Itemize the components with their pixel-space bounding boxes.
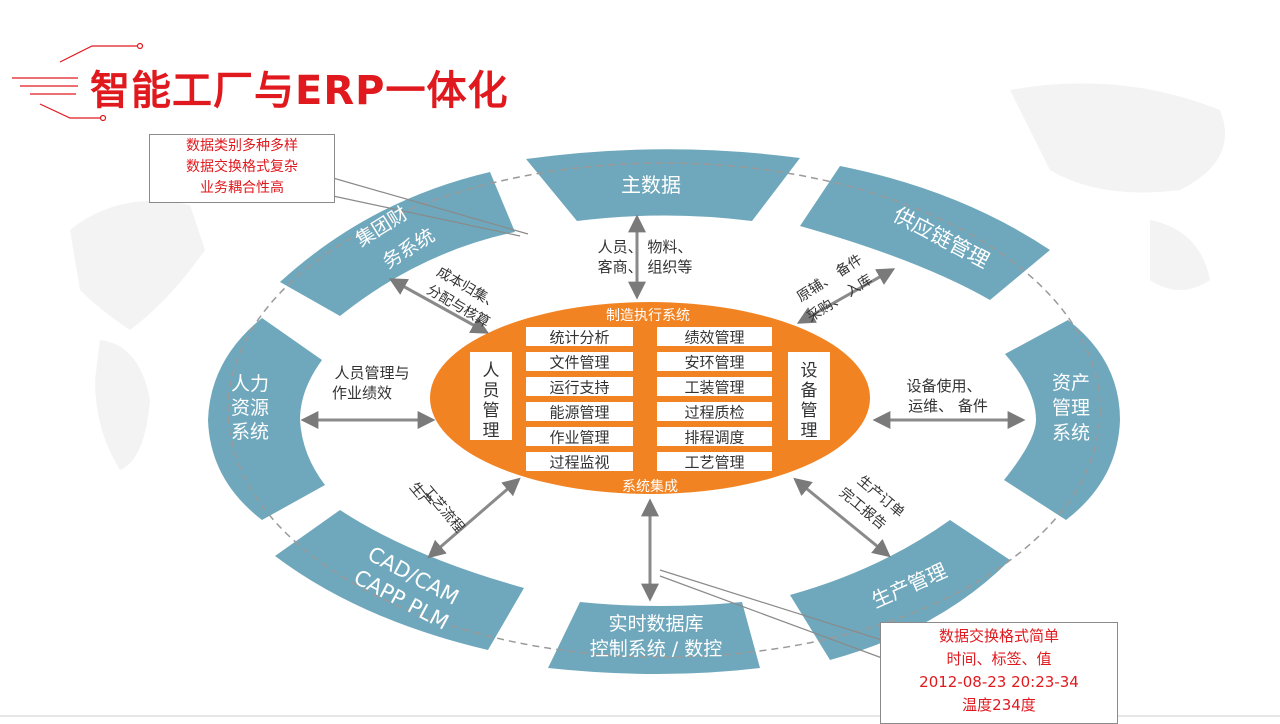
segment-label-hr: 系统 bbox=[231, 421, 269, 443]
segment-label-hr: 人力 bbox=[231, 373, 269, 395]
module-left: 过程监视 bbox=[549, 454, 609, 472]
segment-realtime-db bbox=[548, 602, 760, 674]
people-mgmt-box bbox=[470, 352, 512, 440]
segment-label-master-data: 主数据 bbox=[621, 173, 681, 197]
core-label-people: 员 bbox=[483, 381, 500, 401]
module-right-box bbox=[657, 377, 772, 396]
top-callout-line: 数据类别多种多样 bbox=[186, 138, 298, 154]
segment-asset-mgmt bbox=[1004, 320, 1120, 520]
segment-supply-chain bbox=[800, 166, 1050, 300]
dashed-boundary bbox=[227, 162, 1101, 658]
module-left: 文件管理 bbox=[549, 354, 609, 372]
module-grid bbox=[526, 327, 772, 471]
segment-label-hr: 资源 bbox=[231, 397, 269, 419]
flow-label-master: 人员、 物料、 bbox=[598, 238, 693, 256]
module-right-box bbox=[657, 352, 772, 371]
module-right: 安环管理 bbox=[684, 354, 744, 372]
segment-group-finance bbox=[280, 172, 515, 316]
flow-label-asset: 设备使用、 bbox=[906, 377, 981, 395]
segment-label-asset-mgmt: 管理 bbox=[1052, 397, 1090, 419]
module-left-box bbox=[526, 452, 633, 471]
module-left-box bbox=[526, 377, 633, 396]
module-right: 绩效管理 bbox=[684, 329, 744, 347]
flow-label-asset: 运维、 备件 bbox=[908, 397, 988, 415]
module-right: 排程调度 bbox=[684, 429, 744, 447]
module-left: 运行支持 bbox=[549, 379, 609, 397]
segment-cad bbox=[275, 510, 524, 650]
flow-arrows bbox=[300, 214, 1026, 602]
callout-leaders bbox=[332, 177, 883, 659]
core-label-equipment: 理 bbox=[801, 421, 818, 441]
module-left-box bbox=[526, 427, 633, 446]
top-callout-line: 数据交换格式复杂 bbox=[186, 159, 298, 175]
bottom-callout-line: 数据交换格式简单 bbox=[938, 627, 1059, 645]
equipment-mgmt-box bbox=[788, 352, 830, 440]
core-label-bottom: 系统集成 bbox=[622, 478, 678, 495]
module-right-box bbox=[657, 452, 772, 471]
top-callout-line: 业务耦合性高 bbox=[200, 180, 284, 196]
outer-ring bbox=[208, 149, 1120, 674]
module-left: 统计分析 bbox=[549, 329, 609, 347]
bottom-callout-line: 温度234度 bbox=[962, 696, 1036, 714]
core-label-equipment: 备 bbox=[801, 381, 818, 401]
core-label-equipment: 管 bbox=[801, 401, 818, 421]
module-left: 能源管理 bbox=[549, 404, 609, 422]
bottom-callout-box: 数据交换格式简单 时间、标签、值 2012-08-23 20:23-34 温度2… bbox=[880, 622, 1118, 724]
flow-label-master: 客商、 组织等 bbox=[598, 258, 693, 276]
bottom-callout-line: 2012-08-23 20:23-34 bbox=[919, 673, 1079, 691]
flow-label-hr: 人员管理与 bbox=[334, 364, 409, 382]
segment-master-data bbox=[526, 149, 800, 221]
core-label-equipment: 设 bbox=[801, 361, 818, 381]
segment-label-realtime-db: 实时数据库 bbox=[608, 613, 703, 635]
segment-label-realtime-db: 控制系统 / 数控 bbox=[590, 638, 722, 660]
module-right-box bbox=[657, 327, 772, 346]
core-label-top: 制造执行系统 bbox=[606, 308, 690, 324]
module-right-box bbox=[657, 402, 772, 421]
module-left-box bbox=[526, 352, 633, 371]
module-left-box bbox=[526, 402, 633, 421]
segment-label-asset-mgmt: 资产 bbox=[1052, 372, 1090, 394]
top-callout-box: 数据类别多种多样 数据交换格式复杂 业务耦合性高 bbox=[149, 134, 335, 203]
core-label-people: 理 bbox=[483, 421, 500, 441]
core-label-people: 人 bbox=[483, 361, 500, 381]
module-right: 过程质检 bbox=[684, 404, 744, 422]
flow-label-hr: 作业绩效 bbox=[332, 384, 392, 402]
world-map-background bbox=[70, 83, 1225, 470]
bottom-callout-line: 时间、标签、值 bbox=[946, 650, 1052, 668]
module-right: 工装管理 bbox=[684, 379, 744, 397]
page-title: 智能工厂与ERP一体化 bbox=[90, 68, 509, 114]
module-right-box bbox=[657, 427, 772, 446]
module-left: 作业管理 bbox=[549, 429, 609, 447]
module-left-box bbox=[526, 327, 633, 346]
core-label-people: 管 bbox=[483, 401, 500, 421]
segment-hr bbox=[208, 318, 325, 520]
segment-label-asset-mgmt: 系统 bbox=[1052, 422, 1090, 444]
flow-label-cad: 工艺流程 bbox=[419, 483, 467, 536]
segment-production-mgmt bbox=[790, 520, 1010, 660]
module-right: 工艺管理 bbox=[684, 454, 744, 472]
